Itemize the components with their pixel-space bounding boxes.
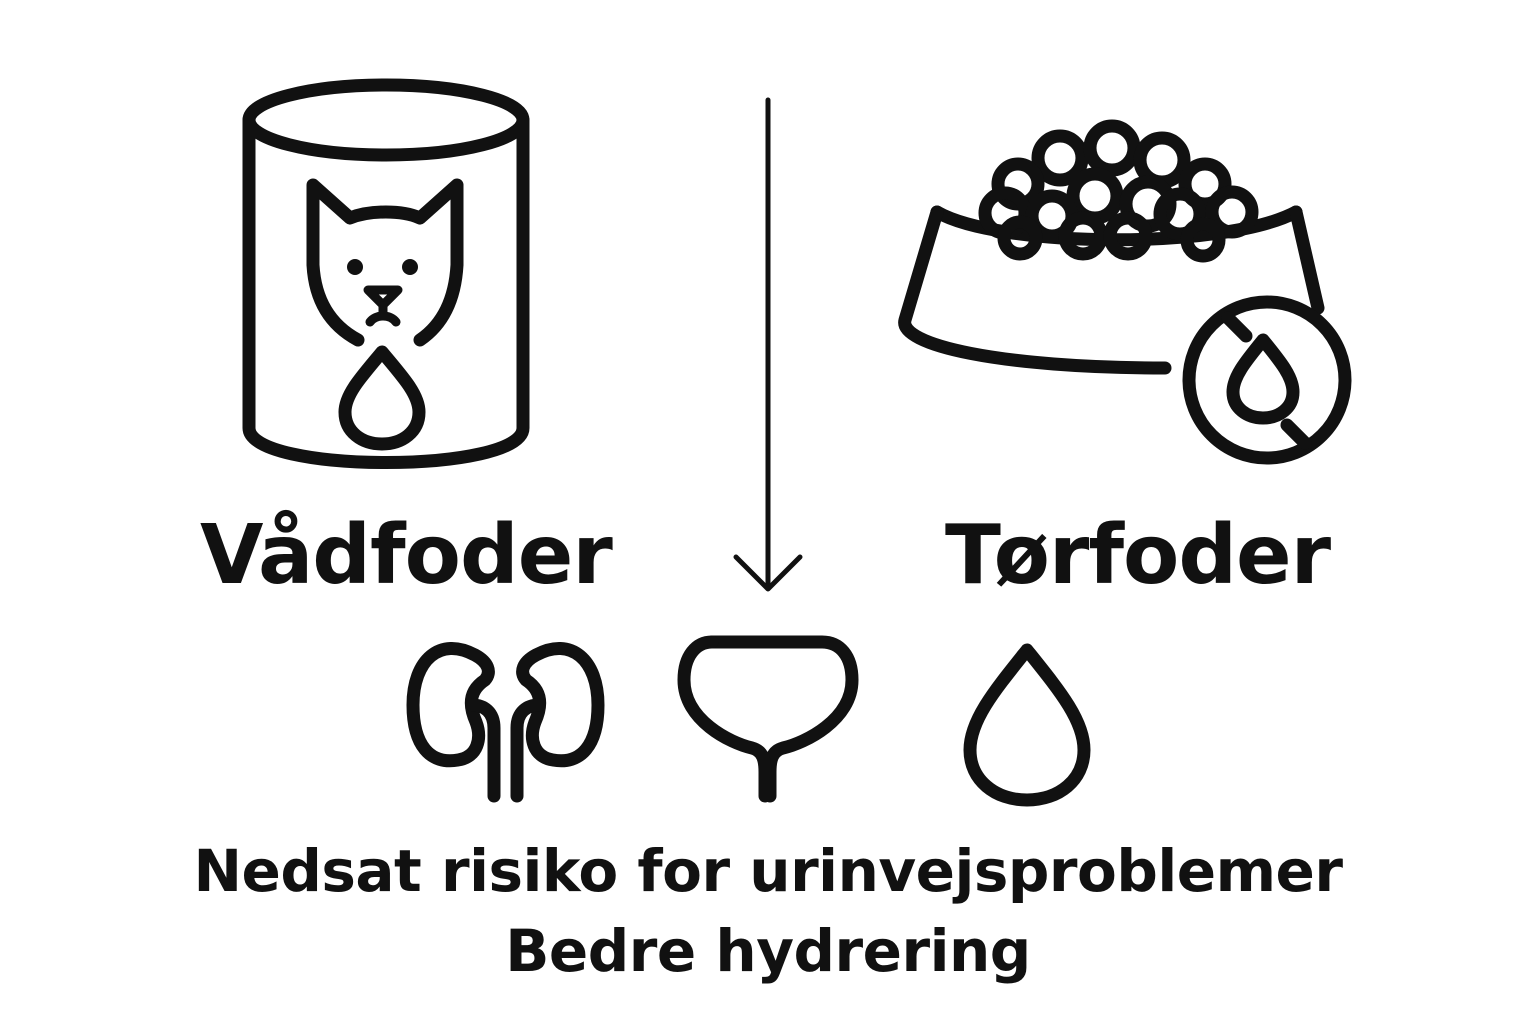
down-arrow-icon: [733, 97, 803, 592]
benefit-urinary: Nedsat risiko for urinvejsproblemer: [193, 837, 1344, 905]
benefit-hydration: Bedre hydrering: [505, 917, 1031, 985]
no-water-icon: [1182, 295, 1352, 465]
wet-food-can-icon: [242, 78, 530, 469]
bladder-icon: [677, 635, 859, 803]
kibble: [978, 119, 1259, 263]
can-body: [242, 113, 530, 469]
dry-food-bowl-icon: [898, 119, 1325, 375]
kidneys-icon: [406, 642, 605, 803]
wet-food-label: Vådfoder: [200, 508, 613, 603]
water-drop-icon: [963, 643, 1091, 807]
can-drop-icon: [338, 345, 426, 451]
can-lid: [242, 78, 530, 162]
dry-food-label: Tørfoder: [945, 508, 1331, 603]
bowl-body: [898, 205, 1172, 375]
cat-face-icon: [306, 178, 464, 347]
